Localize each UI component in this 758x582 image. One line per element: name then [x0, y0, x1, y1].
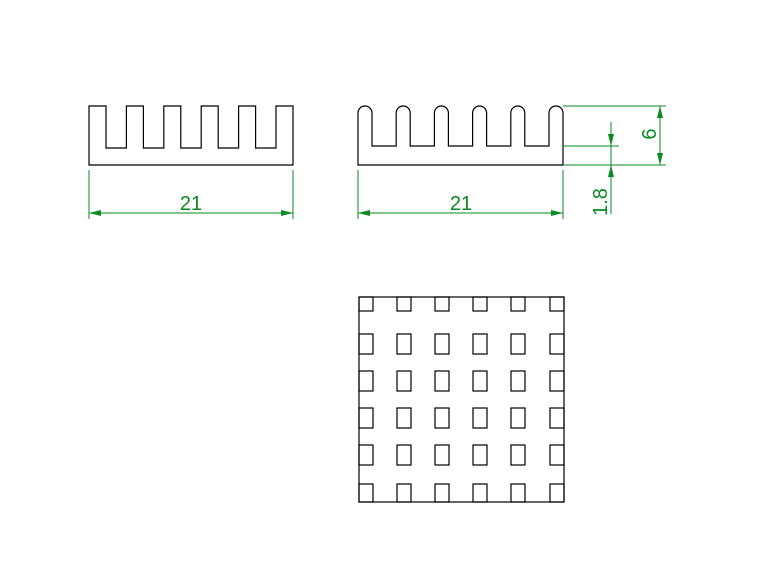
grid-pin — [510, 370, 526, 392]
base-height-label: 1.8 — [590, 188, 612, 216]
grid-pin — [358, 483, 374, 503]
grid-pin — [396, 407, 412, 429]
left-width-arrow-left — [89, 210, 101, 216]
grid-pin — [396, 483, 412, 503]
right-width-arrow-left — [358, 210, 370, 216]
left-heatsink-profile — [88, 105, 294, 166]
grid-pin — [358, 333, 374, 355]
grid-pin — [549, 483, 565, 503]
grid-pin — [472, 296, 488, 312]
grid-pin — [510, 483, 526, 503]
grid-outline — [358, 296, 565, 503]
grid-pin — [510, 296, 526, 312]
left-width-arrow-right — [281, 210, 293, 216]
front-view-square-fins — [88, 105, 294, 166]
grid-pin — [358, 296, 374, 312]
base-height-dimension: 1.8 — [563, 122, 619, 216]
grid-pin — [510, 444, 526, 466]
grid-pin — [396, 296, 412, 312]
base-arrow-top — [608, 134, 614, 146]
grid-pin — [434, 370, 450, 392]
grid-pin — [472, 333, 488, 355]
grid-pin — [472, 444, 488, 466]
left-width-label: 21 — [180, 193, 202, 215]
right-width-dimension: 21 — [357, 170, 564, 219]
right-heatsink-profile — [357, 105, 564, 166]
grid-pin — [472, 407, 488, 429]
grid-pin — [434, 407, 450, 429]
grid-pins — [358, 296, 565, 503]
grid-pin — [358, 407, 374, 429]
base-arrow-bottom — [608, 165, 614, 177]
right-width-label: 21 — [450, 193, 472, 215]
total-height-dimension: 6 — [563, 105, 666, 166]
grid-pin — [358, 444, 374, 466]
left-width-dimension: 21 — [88, 170, 294, 219]
total-arrow-bottom — [657, 153, 663, 165]
grid-pin — [396, 444, 412, 466]
grid-pin — [434, 483, 450, 503]
total-height-label: 6 — [639, 128, 661, 139]
grid-pin — [434, 444, 450, 466]
grid-pin — [396, 333, 412, 355]
grid-pin — [434, 296, 450, 312]
dimension-annotations: 21 21 1.8 6 — [88, 105, 666, 219]
grid-pin — [549, 444, 565, 466]
grid-pin — [549, 296, 565, 312]
grid-pin — [510, 407, 526, 429]
grid-pin — [472, 370, 488, 392]
grid-pin — [434, 333, 450, 355]
side-view-rounded-fins — [357, 105, 564, 166]
grid-pin — [549, 407, 565, 429]
grid-pin — [510, 333, 526, 355]
grid-pin — [472, 483, 488, 503]
top-view-pin-grid — [358, 296, 565, 503]
total-arrow-top — [657, 106, 663, 118]
grid-pin — [396, 370, 412, 392]
grid-pin — [358, 370, 374, 392]
grid-pin — [549, 370, 565, 392]
right-width-arrow-right — [551, 210, 563, 216]
grid-pin — [549, 333, 565, 355]
